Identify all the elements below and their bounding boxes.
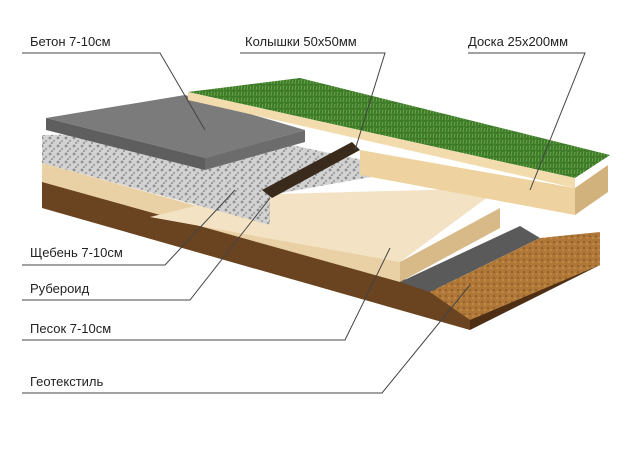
leader-stakes (240, 52, 386, 151)
roofing-felt (400, 226, 540, 292)
board-end (575, 165, 608, 215)
stake (262, 142, 360, 198)
concrete-slab-side (205, 130, 305, 170)
label-gravel: Щебень 7-10см (30, 245, 123, 260)
leader-board (468, 52, 586, 191)
gravel-layer-front (42, 135, 270, 225)
label-stakes: Колышки 50х50мм (245, 34, 357, 49)
label-board: Доска 25х200мм (468, 34, 569, 49)
soil-base-front (42, 175, 470, 330)
soil-trench (430, 232, 600, 320)
leader-roofing (22, 197, 271, 301)
concrete-slab-top (46, 95, 305, 158)
board-top (188, 92, 575, 188)
sand-layer-right (400, 208, 500, 282)
leader-concrete (22, 52, 206, 131)
concrete-slab-front (46, 118, 205, 170)
label-geotextile: Геотекстиль (30, 374, 104, 389)
board-front (360, 150, 575, 215)
leader-lines (22, 52, 586, 394)
label-sand: Песок 7-10см (30, 321, 112, 336)
leader-gravel (22, 189, 236, 266)
label-concrete: Бетон 7-10см (30, 34, 111, 49)
label-roofing: Рубероид (30, 281, 90, 296)
grass-top (188, 78, 610, 178)
leader-sand (22, 247, 391, 341)
leader-geotextile (22, 284, 471, 394)
